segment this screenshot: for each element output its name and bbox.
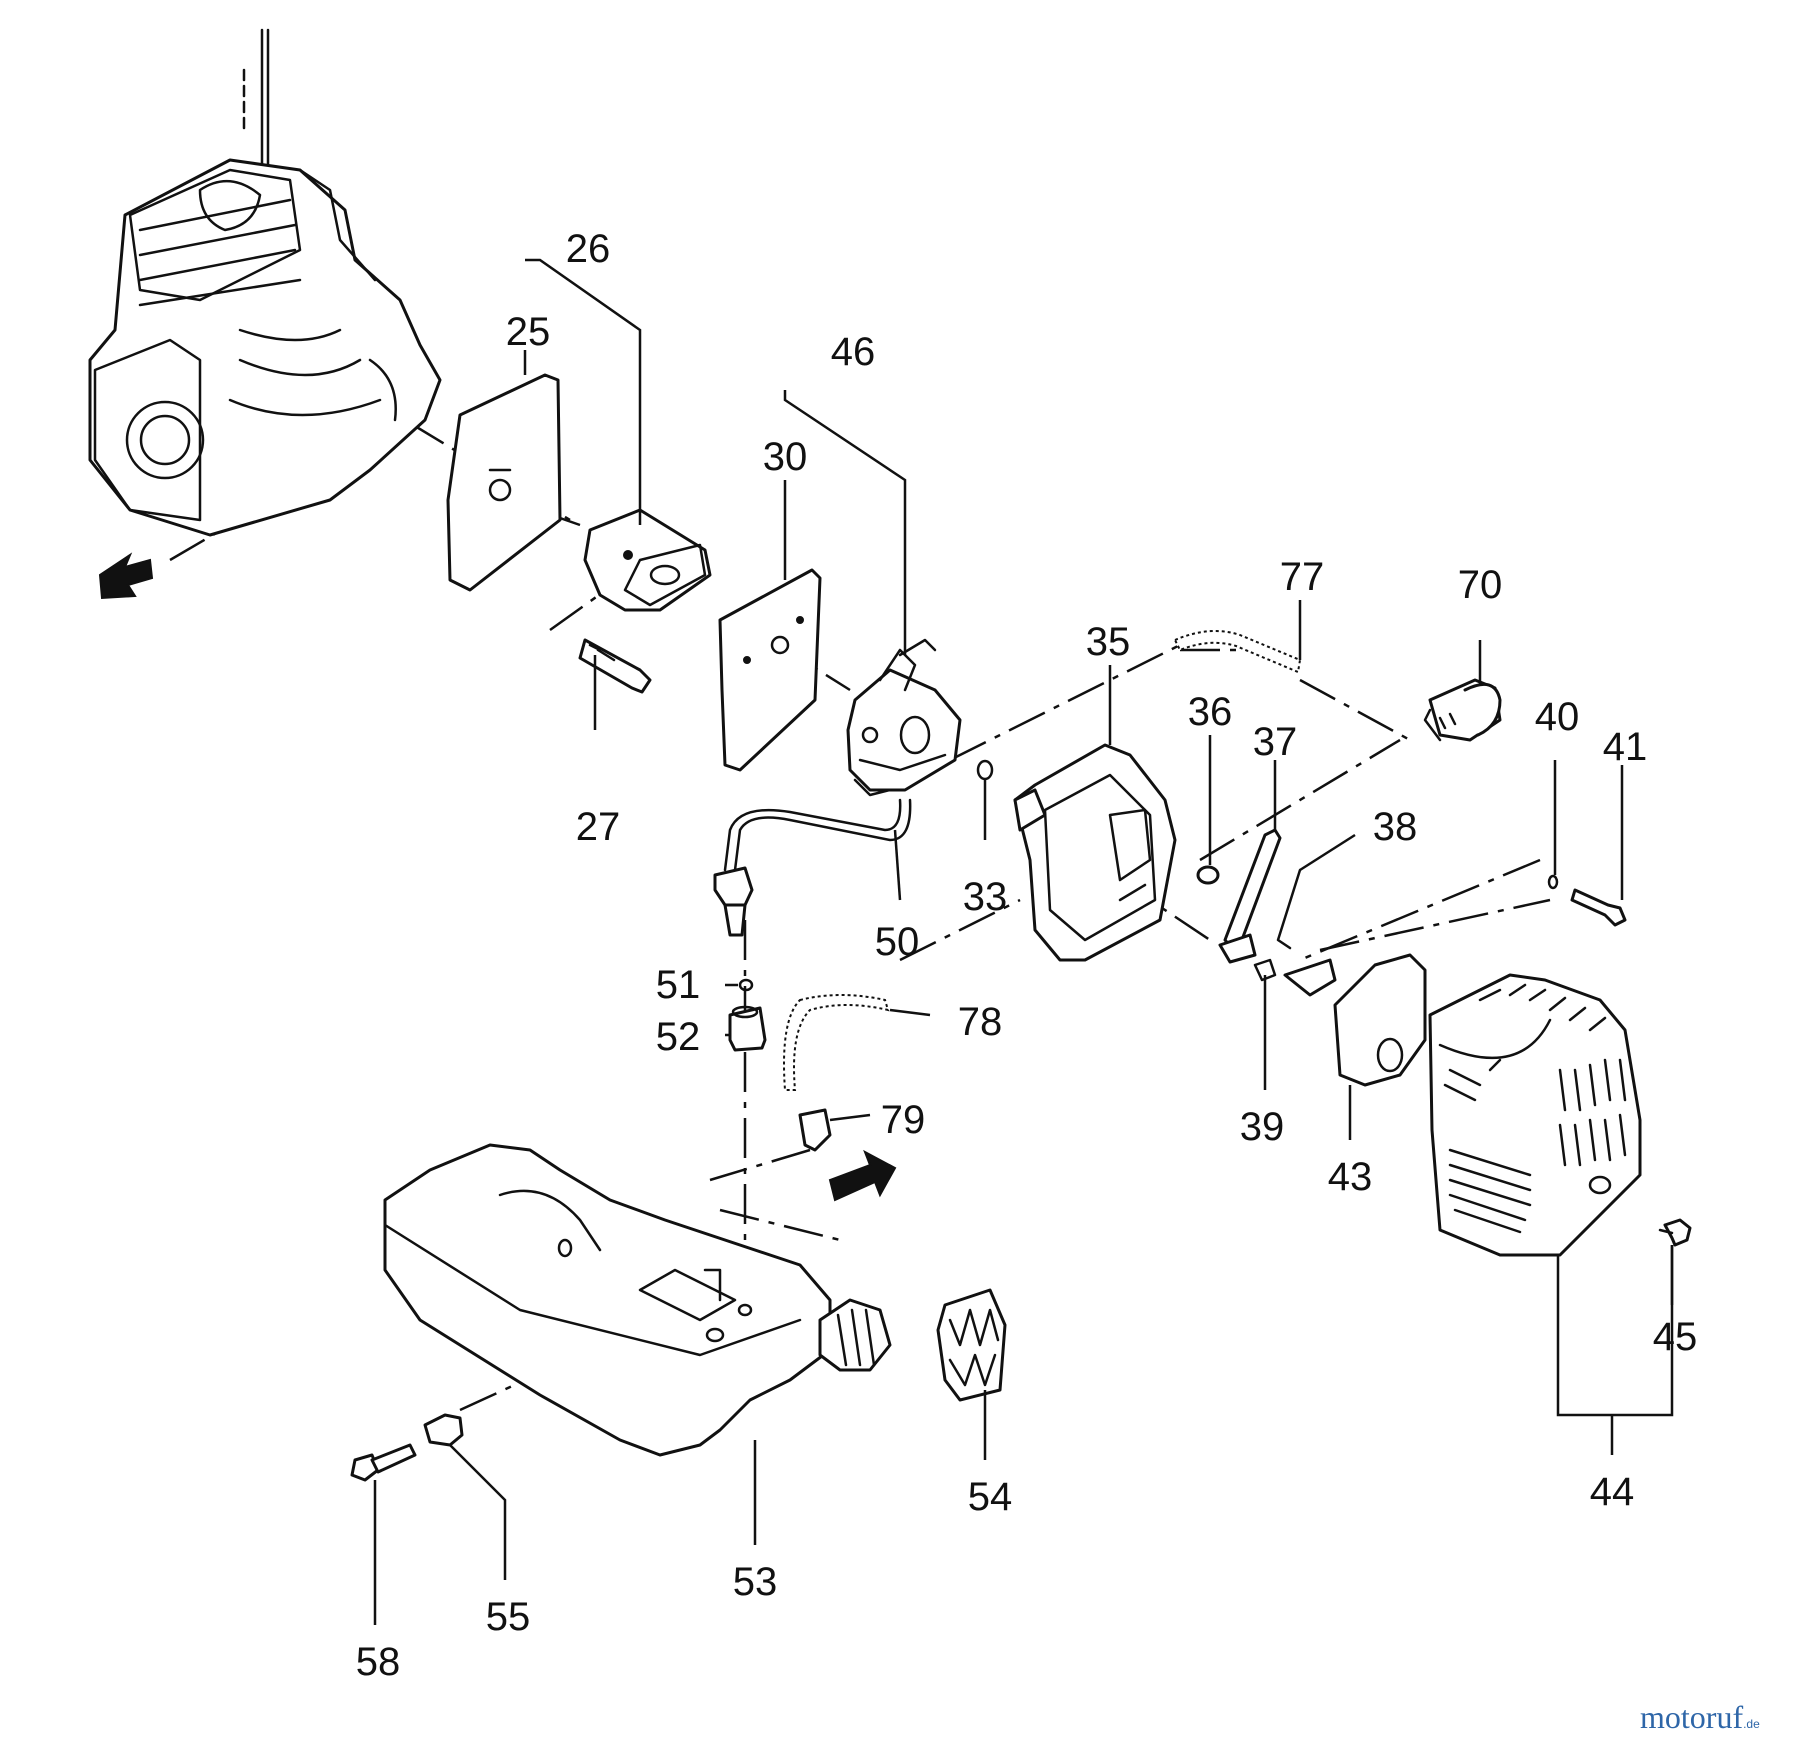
callout-52: 52 bbox=[656, 1015, 701, 1059]
gasket-30 bbox=[718, 568, 822, 772]
spring-38 bbox=[1276, 868, 1302, 950]
screw-45 bbox=[1658, 1218, 1692, 1247]
callout-45: 45 bbox=[1653, 1315, 1698, 1359]
carburetor-46 bbox=[846, 638, 962, 797]
screw-41 bbox=[1570, 888, 1627, 927]
callout-35: 35 bbox=[1086, 620, 1131, 664]
callout-55: 55 bbox=[486, 1595, 531, 1639]
callout-26: 26 bbox=[566, 227, 611, 271]
fuel-cap-54 bbox=[936, 1288, 1007, 1402]
callout-58: 58 bbox=[356, 1640, 401, 1684]
callout-27: 27 bbox=[576, 805, 621, 849]
primer-bulb-70 bbox=[1423, 678, 1502, 742]
air-filter-43 bbox=[1333, 953, 1427, 1087]
watermark-brand: motoruf bbox=[1640, 1699, 1743, 1735]
assembly-lines bbox=[169, 318, 1551, 1412]
bolt-27 bbox=[578, 638, 652, 694]
callout-leaders bbox=[373, 258, 1674, 1625]
callout-78: 78 bbox=[958, 1000, 1003, 1044]
choke-lever-37 bbox=[1218, 828, 1282, 964]
fuel-line-50 bbox=[713, 798, 912, 937]
watermark-logo: motoruf.de bbox=[1640, 1699, 1760, 1735]
callout-54: 54 bbox=[968, 1475, 1013, 1519]
callout-41: 41 bbox=[1603, 725, 1648, 769]
callout-43: 43 bbox=[1328, 1155, 1373, 1199]
collar-36 bbox=[1196, 865, 1220, 885]
callout-25: 25 bbox=[506, 310, 551, 354]
choke-plate-39 bbox=[1253, 958, 1337, 997]
callout-46: 46 bbox=[831, 330, 876, 374]
callout-30: 30 bbox=[763, 435, 808, 479]
callout-36: 36 bbox=[1188, 690, 1233, 734]
watermark-tld: .de bbox=[1743, 1717, 1760, 1731]
gasket-25 bbox=[446, 373, 562, 592]
callout-39: 39 bbox=[1240, 1105, 1285, 1149]
callout-79: 79 bbox=[881, 1098, 926, 1142]
air-cleaner-case-35 bbox=[1013, 743, 1177, 962]
bolt-58 bbox=[350, 1443, 417, 1482]
callout-77: 77 bbox=[1280, 555, 1325, 599]
washer-40 bbox=[1547, 874, 1559, 890]
direction-arrow-tank bbox=[828, 1149, 897, 1202]
fuel-tank-53 bbox=[383, 1143, 892, 1457]
callout-70: 70 bbox=[1458, 563, 1503, 607]
callout-38: 38 bbox=[1373, 805, 1418, 849]
collar-55 bbox=[423, 1413, 464, 1447]
callout-37: 37 bbox=[1253, 720, 1298, 764]
callout-labels: 25 26 27 30 33 35 36 37 38 39 40 41 43 4… bbox=[356, 227, 1698, 1684]
washer-51 bbox=[738, 978, 754, 992]
o-ring-33 bbox=[976, 759, 994, 781]
callout-40: 40 bbox=[1535, 695, 1580, 739]
svg-text:motoruf.de: motoruf.de bbox=[1640, 1699, 1760, 1735]
engine-block bbox=[88, 28, 442, 537]
callout-33: 33 bbox=[963, 875, 1008, 919]
callout-51: 51 bbox=[656, 963, 701, 1007]
callout-44: 44 bbox=[1590, 1470, 1635, 1514]
vent-line-78 bbox=[783, 994, 890, 1091]
callout-53: 53 bbox=[733, 1560, 778, 1604]
grommet-79 bbox=[798, 1108, 832, 1152]
callout-50: 50 bbox=[875, 920, 920, 964]
direction-arrow-engine bbox=[98, 552, 154, 600]
fuel-hose-77 bbox=[1173, 630, 1302, 674]
air-cleaner-cover-44 bbox=[1428, 973, 1642, 1257]
insulator-26 bbox=[583, 508, 712, 612]
plug-52 bbox=[728, 1005, 767, 1052]
